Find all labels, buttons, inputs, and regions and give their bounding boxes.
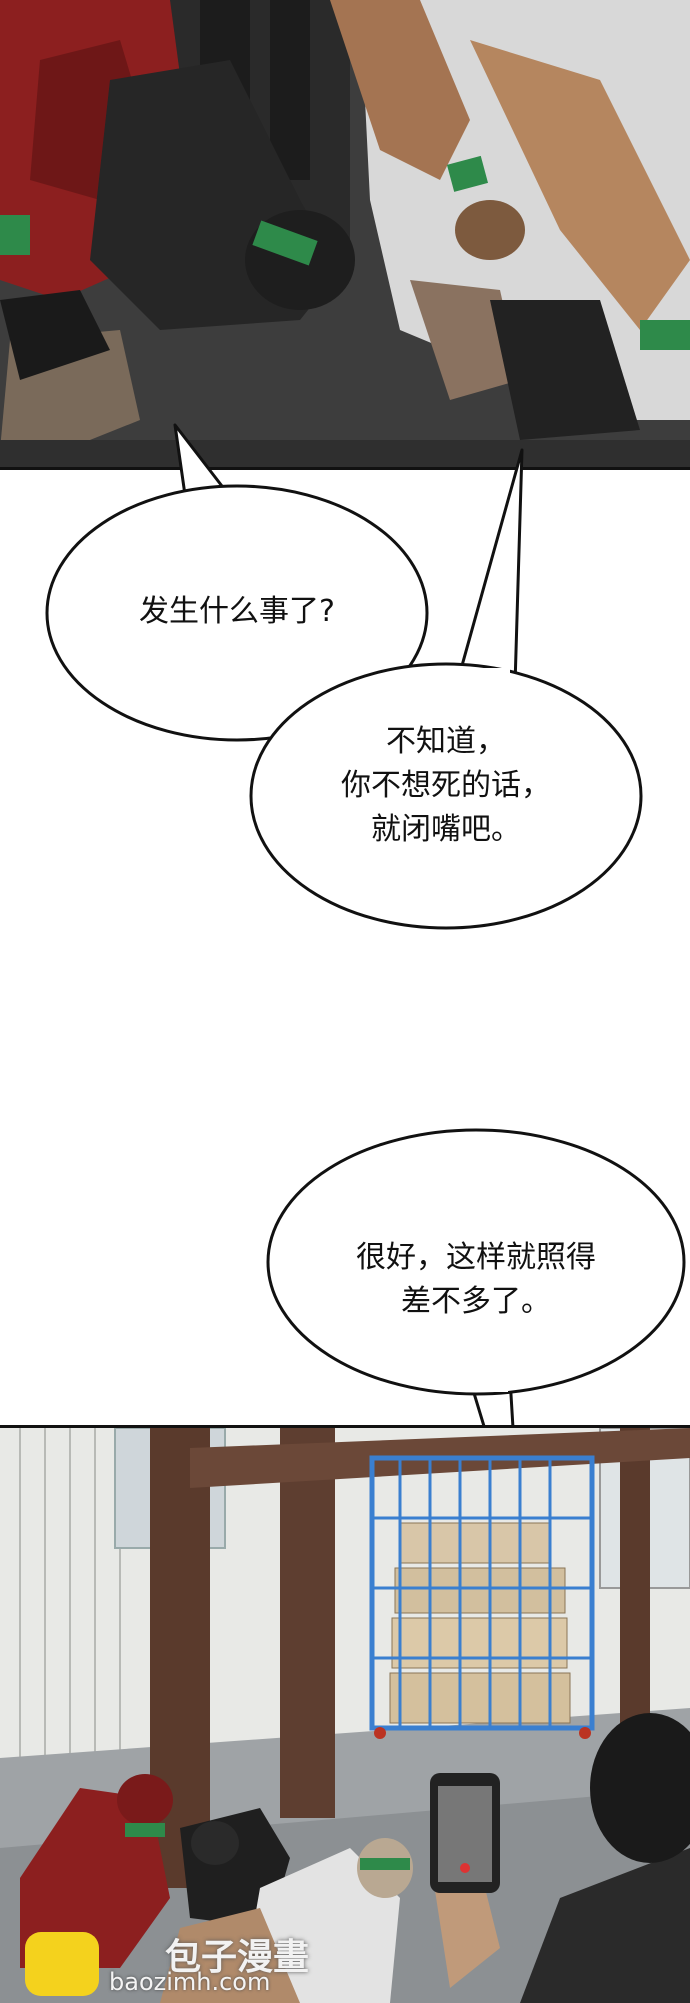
green-wristband [0, 215, 30, 255]
person-holding-phone [430, 1713, 690, 2003]
site-watermark: 包子漫畫 baozimh.com [25, 1932, 405, 1996]
blue-cage-cart [369, 1455, 595, 1739]
bubble-text-good-shot: 很好，这样就照得 差不多了。 [356, 1240, 596, 1319]
steel-pillar [280, 1428, 335, 1818]
bubble-text-what-happened: 发生什么事了? [139, 594, 335, 629]
bottom-comic-panel [0, 1425, 690, 2003]
bun-logo-icon [25, 1932, 99, 1996]
bubble-text-dont-know: 不知道， 你不想死的话， 就闭嘴吧。 [341, 724, 551, 847]
crouching-hostages [20, 1774, 413, 2003]
bottom-panel-illustration [0, 1428, 690, 2003]
watermark-site-name: 包子漫畫 [165, 1937, 310, 1978]
watermark-url: baozimh.com [109, 1968, 271, 1996]
top-comic-panel [0, 0, 690, 470]
top-panel-illustration [0, 0, 690, 467]
